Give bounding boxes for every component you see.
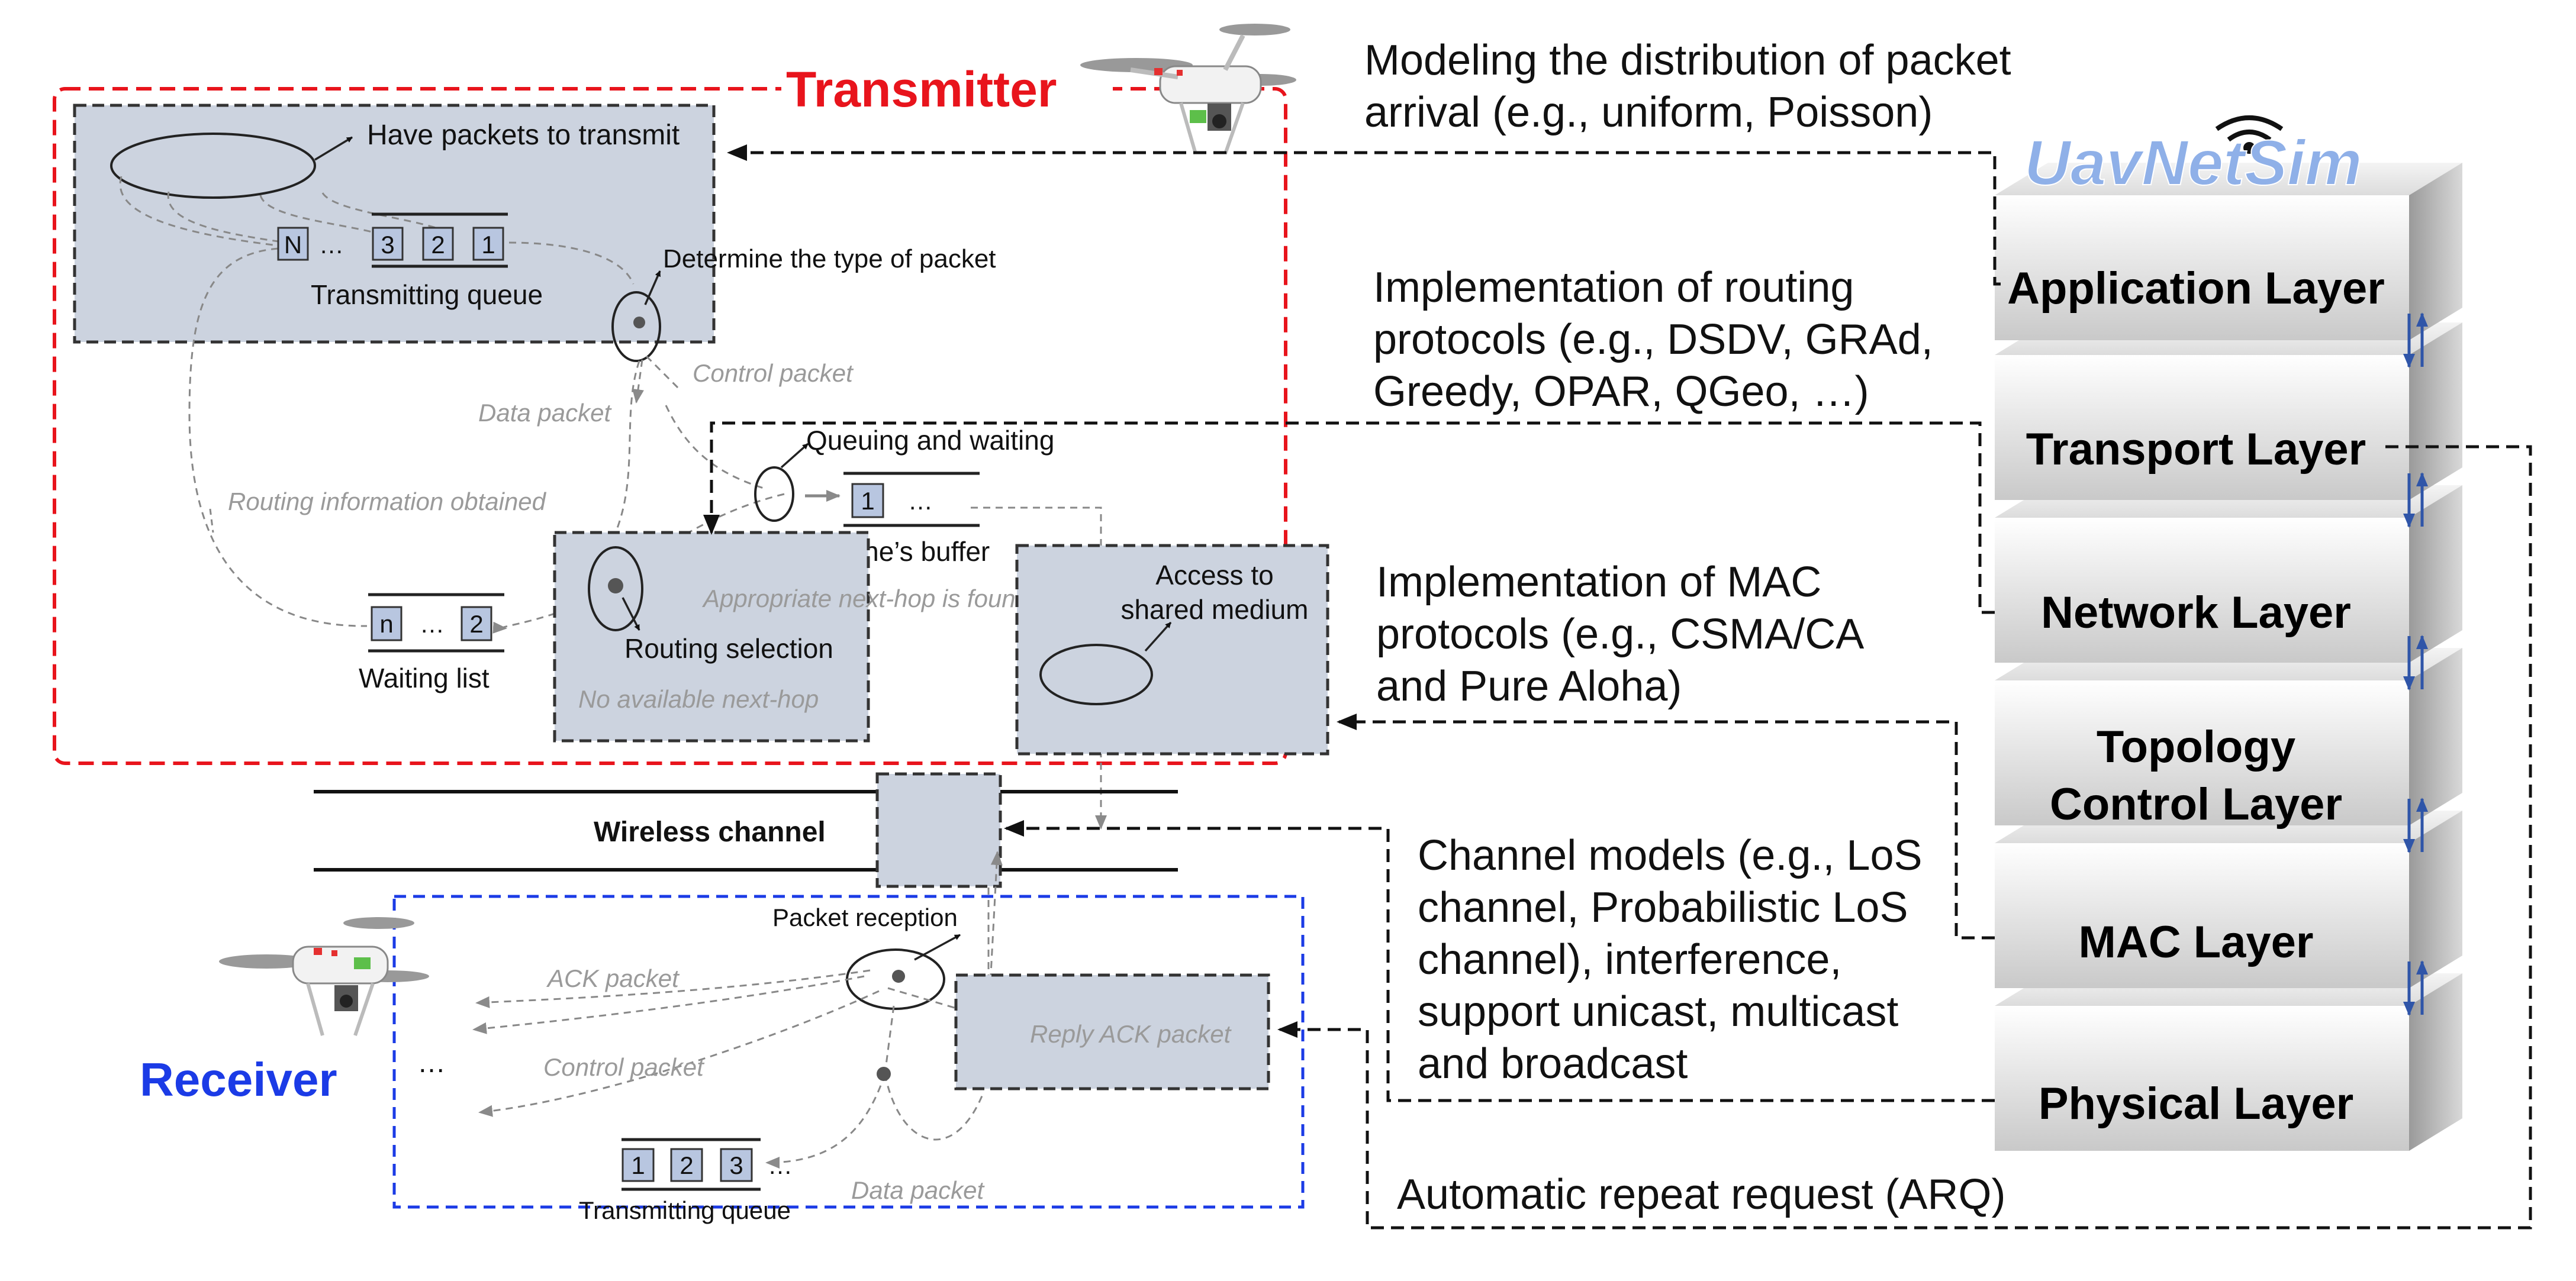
access-medium-label: Access to [1155,560,1273,591]
queuing-waiting-label: Queuing and waiting [806,425,1054,456]
transmitter-frame [53,87,1287,765]
rx-data-packet-label: Data packet [851,1176,985,1204]
receiver-frame [392,895,1305,1209]
connector-network [703,421,1995,614]
layer-label-topology-2: Control Layer [2049,779,2343,830]
layer-label-application: Application Layer [2007,263,2385,314]
receiver-title: Receiver [140,1053,337,1106]
rx-queue-cell: 3 [729,1151,743,1179]
buffer-cell: … [908,487,933,515]
waiting-list: n … 2 [368,593,504,653]
tx-queue-cell: 3 [381,231,394,259]
tx-queue-cell: … [319,231,344,259]
wifi-icon [2215,115,2284,154]
buffer-cell: 1 [861,487,874,515]
annotation-channel: Channel models (e.g., LoS channel, Proba… [1418,830,1923,1090]
layer-block-application [1995,163,2462,340]
annotation-routing-line: protocols (e.g., DSDV, GRAd, [1373,316,1933,363]
waiting-list-label: Waiting list [359,663,490,693]
packet-source-panel [73,104,716,344]
rx-queue-cell: 1 [631,1151,645,1179]
appropriate-next-hop-label: Appropriate next-hop is found [701,585,1031,612]
shared-medium-node [1039,644,1153,705]
rx-queue-cell: 2 [680,1151,693,1179]
packet-type-node [611,291,661,362]
transmitting-queue: N … 3 2 1 [277,212,508,268]
uavnetsim-logo: UavNetSim [2024,127,2362,198]
layer-label-physical: Physical Layer [2038,1079,2354,1129]
layer-label-network: Network Layer [2041,588,2351,638]
queuing-node [754,466,794,522]
annotation-application-line: arrival (e.g., uniform, Poisson) [1364,89,1933,136]
rx-transmitting-queue: 1 2 3 … [622,1138,793,1191]
annotation-routing: Implementation of routing protocols (e.g… [1373,262,1933,418]
tx-queue-cell: N [284,231,302,259]
annotation-mac: Implementation of MAC protocols (e.g., C… [1376,556,1864,712]
drones-buffer: 1 … [843,472,980,527]
access-medium-label-2: shared medium [1120,594,1308,625]
ack-packet-label: ACK packet [546,964,680,992]
annotation-routing-line: Greedy, OPAR, QGeo, …) [1373,368,1869,415]
annotation-mac-line: Implementation of MAC [1376,559,1822,606]
routing-selection-node [588,546,643,631]
layer-label-transport: Transport Layer [2026,424,2366,475]
data-packet-label: Data packet [478,399,612,427]
packet-source-ellipse [110,133,316,199]
annotation-application: Modeling the distribution of packet arri… [1364,34,2011,138]
annotation-channel-line: channel), interference, [1418,936,1842,983]
layer-label-topology: Topology [2096,722,2296,772]
determine-type-label: Determine the type of packet [663,244,996,273]
no-next-hop-label: No available next-hop [578,685,819,713]
reply-ack-label: Reply ACK packet [1030,1020,1232,1048]
transmitter-drone-icon [1080,24,1296,154]
wireless-channel-label: Wireless channel [594,817,826,848]
rx-queue-cell: … [768,1151,793,1179]
reply-ack-panel [954,973,1270,1090]
annotation-application-line: Modeling the distribution of packet [1364,37,2011,84]
transmitter-title: Transmitter [786,62,1057,117]
annotation-mac-line: protocols (e.g., CSMA/CA [1376,611,1865,658]
connector-physical [1004,820,1995,1102]
waiting-cell: n [379,610,393,638]
waiting-cell: … [420,610,445,638]
rx-transmitting-queue-label: Transmitting queue [579,1196,791,1224]
receiver-drone-icon [219,917,429,1036]
layer-label-mac: MAC Layer [2078,917,2314,967]
annotation-routing-line: Implementation of routing [1373,264,1854,311]
tx-queue-cell: 2 [431,231,445,259]
routing-selection-label: Routing selection [624,633,833,664]
protocol-stack: UavNetSim [1995,115,2462,1151]
routing-panel [553,531,870,743]
annotation-mac-line: and Pure Aloha) [1376,663,1682,710]
tx-queue-cell: 1 [481,231,495,259]
transmitting-queue-label: Transmitting queue [311,279,543,310]
annotation-channel-line: Channel models (e.g., LoS [1418,832,1923,879]
annotation-arq: Automatic repeat request (ARQ) [1397,1171,2006,1218]
connector-application [727,144,2001,286]
packet-reception-label: Packet reception [772,904,958,931]
control-packet-label: Control packet [693,359,854,387]
rx-control-packet-label: Control packet [543,1053,705,1081]
channel-panel [875,772,1002,888]
layer-block-mac [1995,811,2462,988]
waiting-cell: 2 [469,610,483,638]
connector-mac [1337,714,1995,940]
routing-info-label: Routing information obtained [228,488,547,515]
annotation-channel-line: and broadcast [1418,1040,1688,1088]
annotation-channel-line: channel, Probabilistic LoS [1418,884,1908,931]
annotation-channel-line: support unicast, multicast [1418,988,1899,1035]
have-packets-label: Have packets to transmit [367,120,680,151]
rx-ellipsis: … [417,1047,446,1079]
connector-arq [1277,445,2532,1230]
